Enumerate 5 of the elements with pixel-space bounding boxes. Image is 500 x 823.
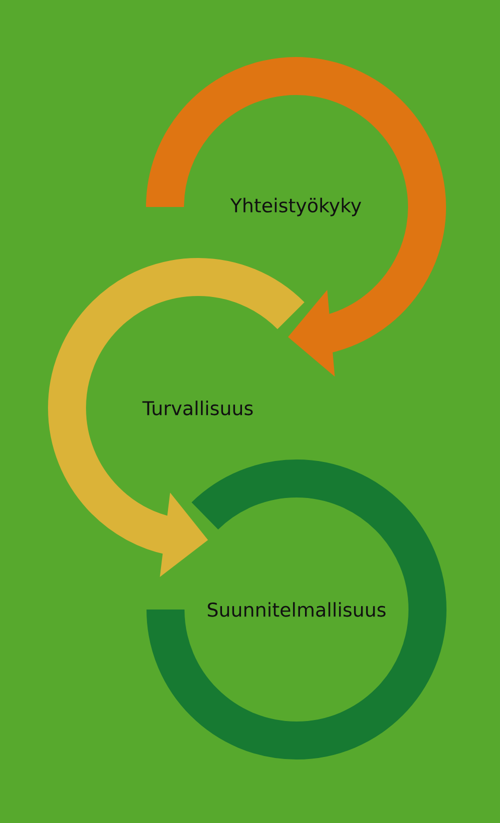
- node-label: Yhteistyökyky: [230, 198, 362, 216]
- arc-band: Yhteistyökyky: [146, 57, 446, 377]
- node-label: Turvallisuus: [142, 400, 253, 416]
- arc-band: Suunnitelmallisuus: [146, 460, 446, 760]
- arc-band: Turvallisuus: [48, 258, 304, 577]
